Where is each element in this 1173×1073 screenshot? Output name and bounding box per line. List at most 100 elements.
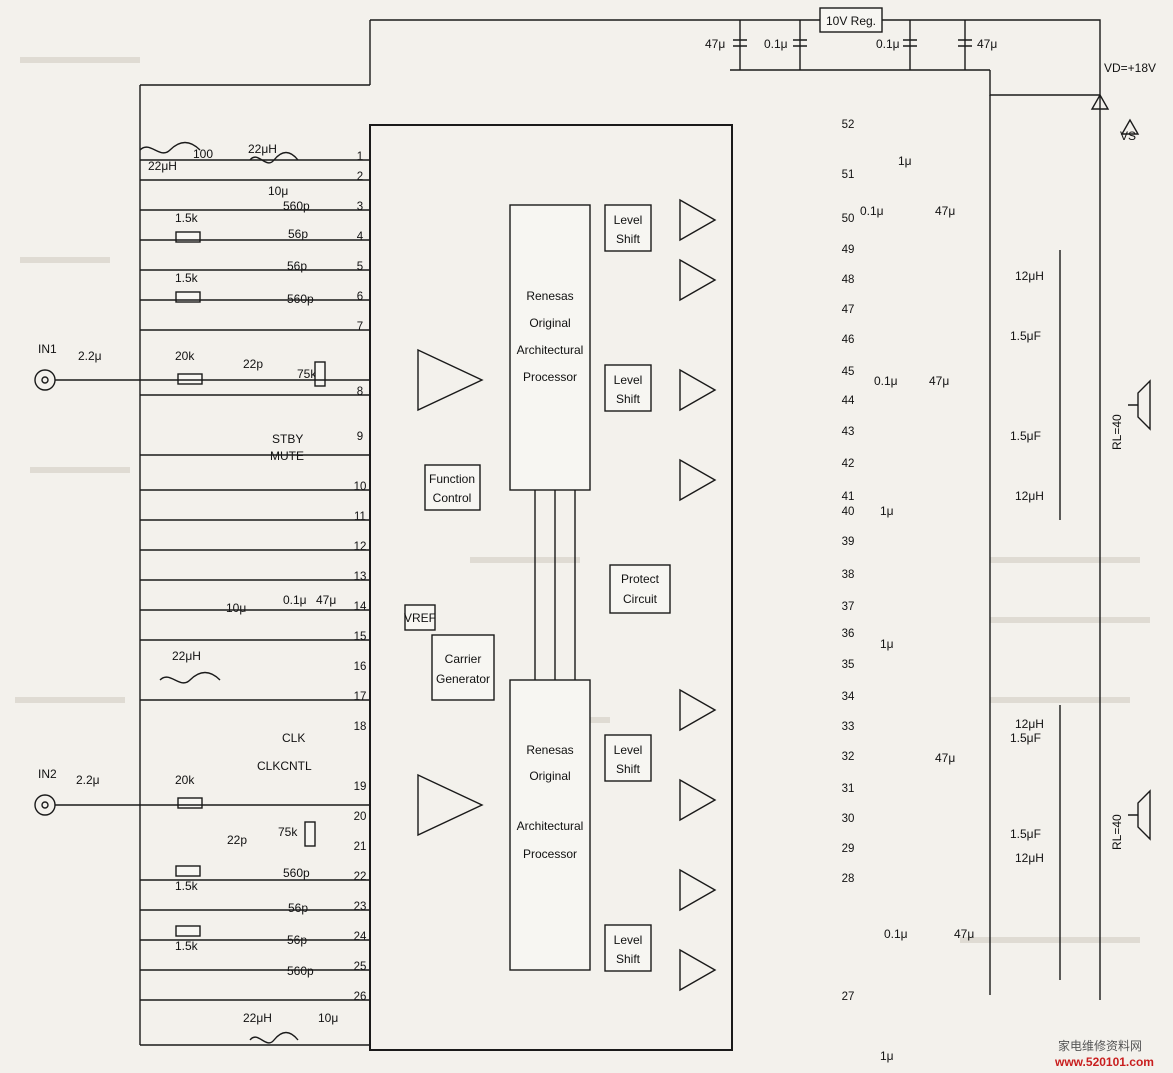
res-1-5k-2-body <box>175 291 201 303</box>
pin-15: 15 <box>354 631 367 643</box>
inductor-22u-3: 22μH <box>172 649 201 663</box>
pin-12: 12 <box>354 541 367 553</box>
res-75k-1: 75k <box>297 367 317 381</box>
pin-20: 20 <box>354 811 367 823</box>
res-1-5k-1: 1.5k <box>175 211 199 225</box>
load-2: RL=40 <box>1110 814 1124 850</box>
clkcntl-label: CLKCNTL <box>257 759 312 773</box>
out-cap-3: 1.5μF <box>1010 731 1041 745</box>
pin-40: 40 <box>842 506 855 518</box>
out-cap-1: 1.5μF <box>1010 329 1041 343</box>
res-1-5k-1-body <box>175 231 201 243</box>
cap-47u-r2: 47μ <box>929 374 949 388</box>
svg-text:Processor: Processor <box>523 370 577 384</box>
pin-6: 6 <box>357 291 363 303</box>
regulator-box <box>819 7 883 33</box>
pin-21: 21 <box>354 841 367 853</box>
svg-text:Level: Level <box>614 933 643 947</box>
pin-18: 18 <box>354 721 367 733</box>
pin-51: 51 <box>842 169 855 181</box>
cap-560p-1: 560p <box>283 199 310 213</box>
pin-14: 14 <box>354 601 367 613</box>
pin-17: 17 <box>354 691 367 703</box>
svg-text:Renesas: Renesas <box>526 743 573 757</box>
cap-47u-mid: 47μ <box>316 593 336 607</box>
res-100: 100 <box>193 147 213 161</box>
left-components: 22μH 100 22μH 10μ 560p 56p 1.5k 56p 1.5k… <box>34 141 370 1046</box>
pin-41: 41 <box>842 491 855 503</box>
in1-res: 20k <box>175 349 195 363</box>
cap-1u-2: 1μ <box>880 504 894 518</box>
pin-44: 44 <box>842 395 855 407</box>
cap-1u-4: 1μ <box>880 1049 894 1063</box>
pin-25: 25 <box>354 961 367 973</box>
in2-res: 20k <box>175 773 195 787</box>
pin-34: 34 <box>842 691 855 703</box>
svg-text:Level: Level <box>614 743 643 757</box>
out-inductor-2: 12μH <box>1015 489 1044 503</box>
cap-56p-2: 56p <box>287 259 307 273</box>
pin-46: 46 <box>842 334 855 346</box>
svg-text:Renesas: Renesas <box>526 289 573 303</box>
pin-45: 45 <box>842 366 855 378</box>
cap-0-1u-r3: 0.1μ <box>884 927 908 941</box>
svg-text:Processor: Processor <box>523 847 577 861</box>
watermark-name: 家电维修资料网 <box>1058 1038 1142 1053</box>
out-inductor-3: 12μH <box>1015 717 1044 731</box>
pin-19: 19 <box>354 781 367 793</box>
pin-50: 50 <box>842 213 855 225</box>
pin-7: 7 <box>357 321 363 333</box>
right-pin-numbers: 5251504948474645444342414039383736353433… <box>842 119 855 1003</box>
cap-22p-1: 22p <box>243 357 263 371</box>
svg-text:Shift: Shift <box>616 762 641 776</box>
pin-11: 11 <box>354 511 366 523</box>
pin-8: 8 <box>357 386 363 398</box>
pin-42: 42 <box>842 458 855 470</box>
pin-1: 1 <box>357 151 363 163</box>
pin-23: 23 <box>354 901 367 913</box>
pin-30: 30 <box>842 813 855 825</box>
out-cap-4: 1.5μF <box>1010 827 1041 841</box>
svg-text:Function: Function <box>429 472 475 486</box>
clk-label: CLK <box>282 731 305 745</box>
input-opamp-2 <box>417 773 484 837</box>
supply-arrows <box>1090 93 1140 135</box>
svg-text:Shift: Shift <box>616 952 641 966</box>
pin-35: 35 <box>842 659 855 671</box>
internal-blocks: Renesas Original Architectural Processor… <box>404 198 717 992</box>
cap-47u-r3: 47μ <box>935 751 955 765</box>
svg-text:Circuit: Circuit <box>623 592 658 606</box>
regulator-label: 10V Reg. <box>826 14 876 28</box>
res-1-5k-2: 1.5k <box>175 271 199 285</box>
svg-text:Architectural: Architectural <box>517 819 584 833</box>
res-1-5k-3: 1.5k <box>175 879 199 893</box>
cap-0-1u-r2: 0.1μ <box>874 374 898 388</box>
svg-text:VREF: VREF <box>404 611 436 625</box>
res-1-5k-4-body <box>175 925 201 937</box>
pin-29: 29 <box>842 843 855 855</box>
cap-0-1u-mid: 0.1μ <box>283 593 307 607</box>
pin-2: 2 <box>357 171 363 183</box>
pin-27: 27 <box>842 991 855 1003</box>
pin-31: 31 <box>842 783 855 795</box>
gate-drivers <box>679 198 717 992</box>
watermark-url: www.520101.com <box>1054 1055 1154 1069</box>
svg-text:Original: Original <box>529 769 570 783</box>
pin-24: 24 <box>354 931 367 943</box>
cap-47u-top-1: 47μ <box>705 37 725 51</box>
svg-text:Original: Original <box>529 316 570 330</box>
pin-43: 43 <box>842 426 855 438</box>
processor-2 <box>509 679 591 971</box>
output-stages: 12μH 1.5μF 1.5μF 12μH 12μH 1.5μF 1.5μF 1… <box>860 95 1151 1063</box>
pin-3: 3 <box>357 201 363 213</box>
cap-1u-1: 1μ <box>898 154 912 168</box>
cap-10u-3: 10μ <box>318 1011 338 1025</box>
pin-49: 49 <box>842 244 855 256</box>
inductor-22u-1: 22μH <box>148 159 177 173</box>
cap-56p-1: 56p <box>288 227 308 241</box>
cap-47u-r1: 47μ <box>935 204 955 218</box>
svg-text:Shift: Shift <box>616 232 641 246</box>
